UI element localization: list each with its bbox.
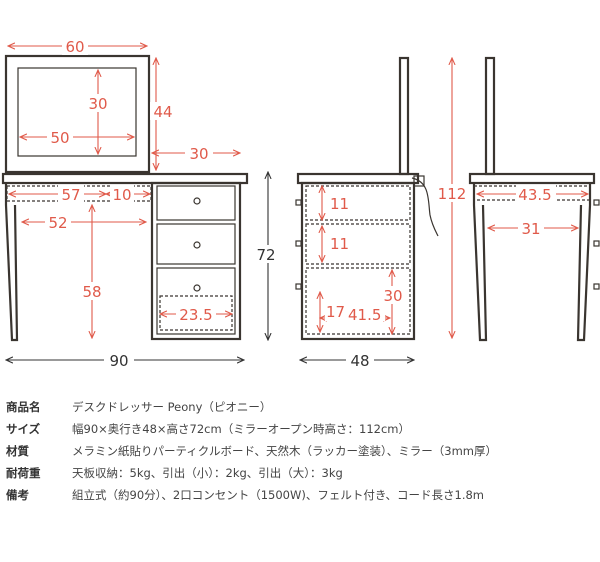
spec-key: 商品名 — [6, 400, 41, 414]
spec-key: サイズ — [6, 422, 41, 436]
drawer-1 — [156, 185, 236, 221]
side-mirror-post — [398, 56, 410, 176]
back-right-leg — [576, 183, 592, 342]
spec-row-name: 商品名 デスクドレッサー Peony（ピオニー） — [6, 396, 596, 418]
spec-value: 組立式（約90分）、2口コンセント（1500W)、フェルト付き、コード長さ1.8… — [72, 488, 485, 502]
dim-side-gap: 30 — [189, 145, 208, 163]
dim-depth: 48 — [350, 352, 369, 370]
side-knob-1 — [295, 199, 302, 206]
drawer-cabinet — [150, 181, 242, 341]
side-knob-2 — [295, 240, 302, 247]
dim-side-drawer-1: 11 — [330, 195, 349, 213]
back-knob-1 — [593, 199, 600, 206]
front-left-leg — [4, 183, 19, 342]
dim-mirror-total-height: 112 — [438, 185, 467, 203]
dim-knee-height: 58 — [82, 283, 101, 301]
back-knob-3 — [593, 283, 600, 290]
dim-side-large-drawer: 30 — [383, 287, 402, 305]
dim-mirror-width: 60 — [65, 38, 84, 56]
front-view: 60 30 50 44 30 57 10 52 58 23.5 90 7 — [1, 37, 281, 370]
dim-side-large-depth: 41.5 — [348, 306, 381, 324]
back-left-leg — [472, 183, 488, 342]
dim-mirror-height: 44 — [153, 103, 172, 121]
side-cabinet — [300, 181, 416, 341]
back-top — [468, 172, 596, 185]
dim-glass-width: 50 — [50, 129, 69, 147]
spec-row-notes: 備考 組立式（約90分）、2口コンセント（1500W)、フェルト付き、コード長さ… — [6, 484, 596, 506]
dim-back-top-depth: 43.5 — [518, 186, 551, 204]
drawer-2-knob — [193, 241, 201, 249]
spec-row-size: サイズ 幅90×奥行き48×高さ72cm（ミラーオープン時高さ：112cm） — [6, 418, 596, 440]
spec-key: 備考 — [6, 488, 29, 502]
dim-top-inner-width: 57 — [61, 186, 80, 204]
back-mirror-post — [484, 56, 496, 176]
side-top — [296, 172, 420, 185]
spec-value: メラミン紙貼りパーティクルボード、天然木（ラッカー塗装）、ミラー（3mm厚） — [72, 444, 497, 458]
dresser-dimension-diagram: 60 30 50 44 30 57 10 52 58 23.5 90 7 — [1, 37, 600, 370]
side-knob-3 — [295, 283, 302, 290]
drawer-1-knob — [193, 197, 201, 205]
dim-glass-height: 30 — [88, 95, 107, 113]
side-view: 11 11 112 30 17 41.5 48 — [295, 56, 467, 370]
dim-total-height: 72 — [256, 246, 275, 264]
mirror-glass — [17, 67, 137, 157]
side-drawer-3 — [305, 267, 411, 335]
spec-key: 材質 — [6, 444, 29, 458]
drawer-2 — [156, 223, 236, 265]
dim-drawer-width: 23.5 — [179, 306, 212, 324]
dim-total-width: 90 — [109, 352, 128, 370]
desk-top — [1, 172, 249, 185]
drawer-3 — [156, 267, 236, 335]
dim-side-large-inner: 17 — [326, 303, 345, 321]
spec-row-load: 耐荷重 天板収納：5kg、引出（小）：2kg、引出（大）：3kg — [6, 462, 596, 484]
spec-value: 幅90×奥行き48×高さ72cm（ミラーオープン時高さ：112cm） — [72, 422, 410, 436]
dim-knee-width: 52 — [48, 214, 67, 232]
back-knob-2 — [593, 240, 600, 247]
mirror-frame — [4, 54, 151, 174]
spec-value: デスクドレッサー Peony（ピオニー） — [72, 400, 272, 414]
dim-drawer-offset: 10 — [112, 186, 131, 204]
side-drawer-1 — [305, 185, 411, 221]
side-drawer-2 — [305, 223, 411, 265]
dim-back-leg-span: 31 — [521, 220, 540, 238]
drawer-3-knob — [193, 284, 201, 292]
spec-table: 商品名 デスクドレッサー Peony（ピオニー） サイズ 幅90×奥行き48×高… — [6, 396, 596, 506]
side-plug — [413, 175, 425, 187]
spec-key: 耐荷重 — [6, 466, 41, 480]
spec-row-material: 材質 メラミン紙貼りパーティクルボード、天然木（ラッカー塗装）、ミラー（3mm厚… — [6, 440, 596, 462]
spec-value: 天板収納：5kg、引出（小）：2kg、引出（大）：3kg — [72, 466, 343, 480]
back-view: 43.5 31 — [468, 56, 600, 342]
side-cord — [411, 177, 439, 237]
dim-side-drawer-2: 11 — [330, 235, 349, 253]
